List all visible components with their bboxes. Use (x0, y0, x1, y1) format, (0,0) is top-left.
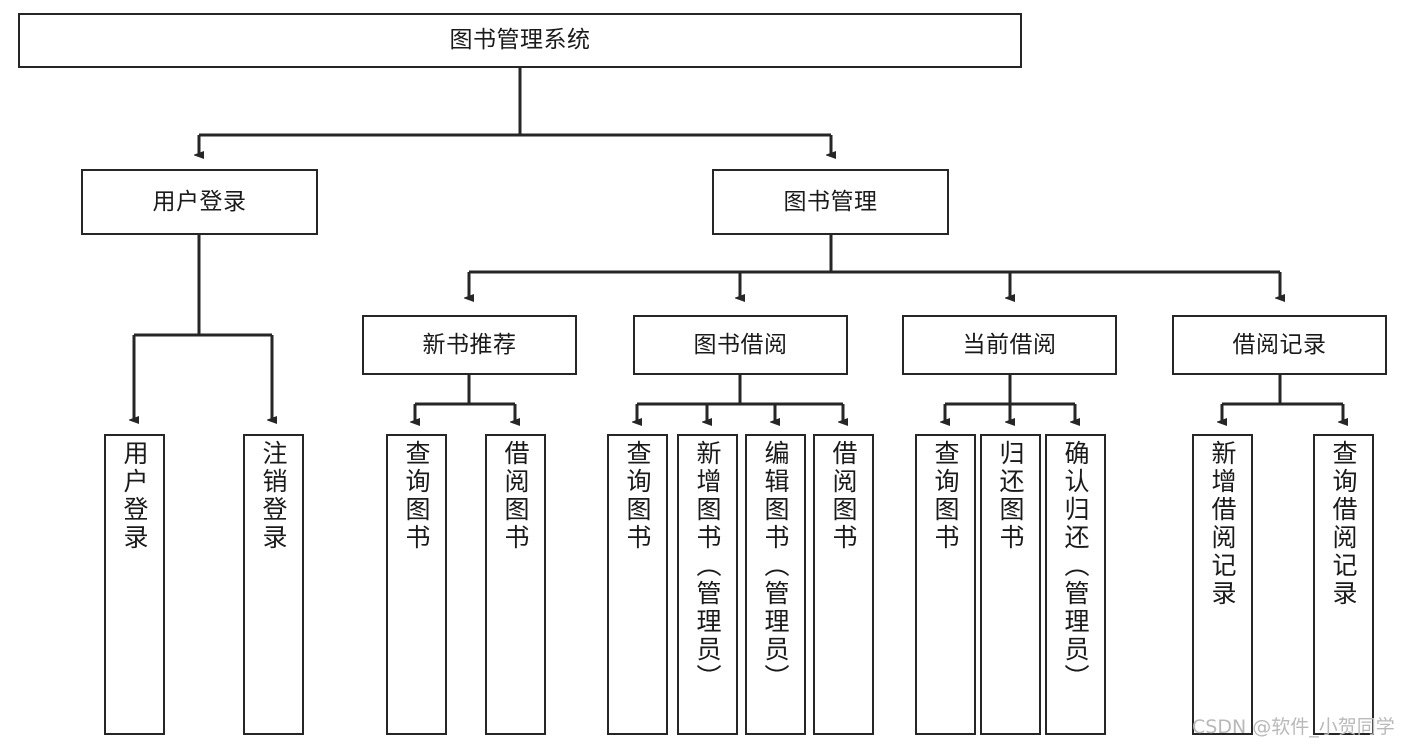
node-label: 借阅记录 (1232, 331, 1327, 358)
leaf-return-books[interactable]: 归还图书 (980, 434, 1041, 735)
node-label: 查询图书 (402, 440, 431, 552)
leaf-borrow-books-borrowing[interactable]: 借阅图书 (813, 434, 874, 735)
node-current-borrowing[interactable]: 当前借阅 (902, 315, 1117, 375)
leaf-logout[interactable]: 注销登录 (243, 434, 304, 735)
node-label: 新增借阅记录 (1208, 440, 1237, 608)
node-label: 查询借阅记录 (1329, 440, 1358, 608)
leaf-query-books-current[interactable]: 查询图书 (915, 434, 976, 735)
leaf-query-books-recommendation[interactable]: 查询图书 (386, 434, 447, 735)
node-label: 借阅图书 (829, 440, 858, 552)
node-label: 用户登录 (152, 188, 247, 215)
leaf-borrow-books-recommendation[interactable]: 借阅图书 (485, 434, 546, 735)
node-label: 用户登录 (120, 440, 149, 552)
node-label: 编辑图书（管理员） (761, 440, 790, 692)
node-borrowing-record[interactable]: 借阅记录 (1172, 315, 1387, 375)
node-user-login[interactable]: 用户登录 (81, 169, 318, 235)
node-label: 图书管理系统 (449, 27, 591, 54)
node-label: 归还图书 (996, 440, 1025, 552)
leaf-edit-book-admin[interactable]: 编辑图书（管理员） (745, 434, 806, 735)
node-label: 图书管理 (783, 188, 878, 215)
node-book-management[interactable]: 图书管理 (712, 169, 949, 235)
node-root-book-management-system[interactable]: 图书管理系统 (18, 13, 1022, 68)
node-book-borrowing[interactable]: 图书借阅 (633, 315, 848, 375)
leaf-query-borrowing-record[interactable]: 查询借阅记录 (1313, 434, 1374, 735)
node-label: 当前借阅 (962, 331, 1057, 358)
leaf-add-book-admin[interactable]: 新增图书（管理员） (677, 434, 738, 735)
watermark: CSDN @软件_小贺同学 (1192, 716, 1395, 738)
node-label: 图书借阅 (693, 331, 788, 358)
leaf-user-login[interactable]: 用户登录 (104, 434, 165, 735)
node-label: 查询图书 (623, 440, 652, 552)
node-label: 查询图书 (931, 440, 960, 552)
node-new-book-recommendation[interactable]: 新书推荐 (362, 315, 577, 375)
node-label: 新书推荐 (422, 331, 517, 358)
node-label: 新增图书（管理员） (693, 440, 722, 692)
leaf-query-books-borrowing[interactable]: 查询图书 (607, 434, 668, 735)
node-label: 注销登录 (259, 440, 288, 552)
leaf-add-borrowing-record[interactable]: 新增借阅记录 (1192, 434, 1253, 735)
leaf-confirm-return-admin[interactable]: 确认归还（管理员） (1045, 434, 1106, 735)
node-label: 借阅图书 (501, 440, 530, 552)
node-label: 确认归还（管理员） (1061, 440, 1090, 692)
